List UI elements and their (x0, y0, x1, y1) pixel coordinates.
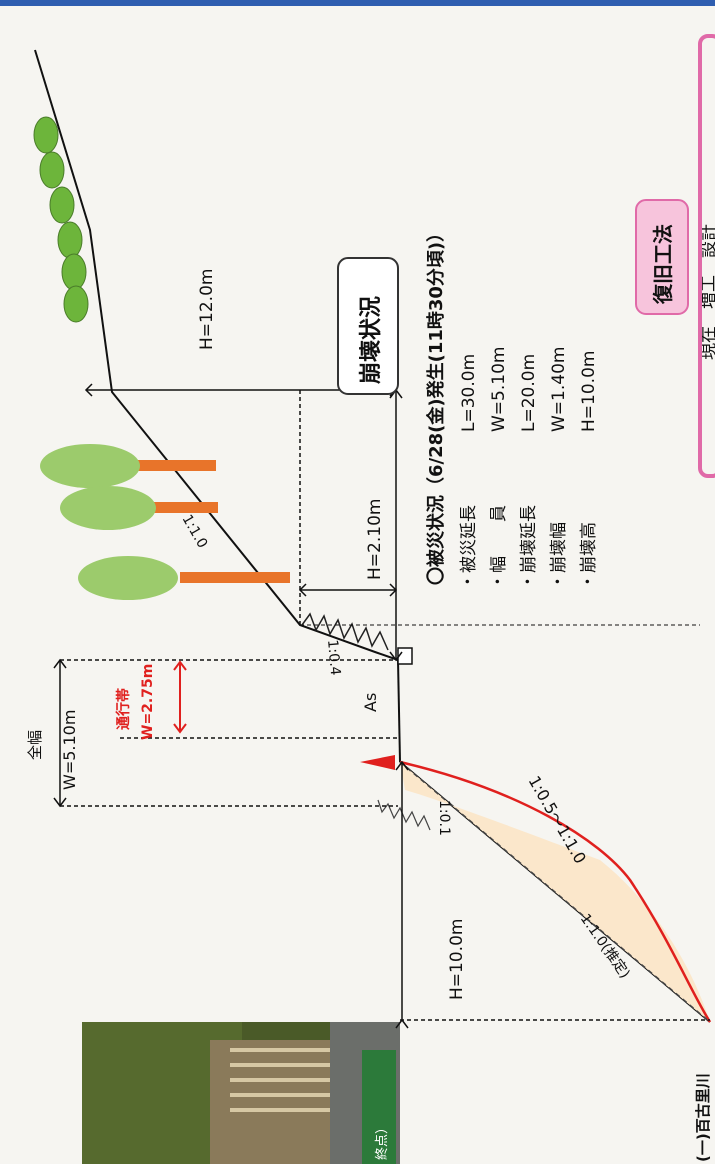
surface-label: As (361, 693, 380, 712)
details-list: ・被災延長 L=30.0m ・幅 員 W=5.10m ・崩壊延長 L=20.0m… (459, 347, 599, 590)
lane-dimension (173, 660, 187, 734)
detail-value: L=20.0m (519, 354, 539, 432)
original-slope-dashed (399, 761, 711, 1023)
detail-value: W=1.40m (549, 347, 569, 432)
height-mid-label: H=2.10m (365, 499, 385, 580)
restoration-partial-text: 現在 増工 設計 (699, 224, 715, 360)
collapse-zigzag (377, 799, 431, 831)
trees (33, 116, 290, 600)
full-width-title: 全幅 (26, 730, 44, 760)
status-heading: 〇被災状況（6/28(金)発生(11時30分頃)） (425, 224, 447, 585)
restoration-badge-label: 復旧工法 (651, 224, 675, 305)
detail-label: ・崩壊高 (579, 522, 599, 590)
slope-retaining-label: 1:0.4 (324, 639, 343, 676)
detail-label: ・崩壊延長 (519, 505, 539, 590)
frame-top-border (0, 0, 715, 6)
restoration-frame (698, 34, 715, 478)
road-edge-marker (360, 755, 395, 770)
dimension-lines (53, 388, 710, 1029)
site-photo: 終点） (82, 1022, 400, 1164)
detail-value: W=5.10m (489, 347, 509, 432)
title-badge-label: 崩壊状況 (359, 296, 384, 384)
height-lower-label: H=10.0m (447, 919, 467, 1000)
lane-title: 通行帯 (115, 688, 132, 730)
title-badge (337, 257, 399, 395)
restoration-badge (635, 199, 689, 315)
detail-label: ・崩壊幅 (549, 522, 569, 590)
detail-value: H=10.0m (579, 351, 599, 432)
detail-label: ・幅 員 (489, 505, 509, 590)
photo-caption: 終点） (374, 1121, 390, 1160)
height-upper-label: H=12.0m (197, 269, 217, 350)
collapse-surface-line (399, 760, 712, 1023)
river-label: (一)百古里川 (694, 1073, 712, 1162)
retaining-zigzag (301, 612, 389, 651)
full-width-label: W=5.10m (60, 710, 79, 790)
detail-label: ・被災延長 (459, 505, 479, 590)
slope-upper-label: 1:1.0 (179, 512, 211, 551)
slope-road-edge-label: 1:0.1 (436, 800, 452, 836)
lane-width-label: W=2.75m (140, 664, 156, 740)
detail-value: L=30.0m (459, 354, 479, 432)
